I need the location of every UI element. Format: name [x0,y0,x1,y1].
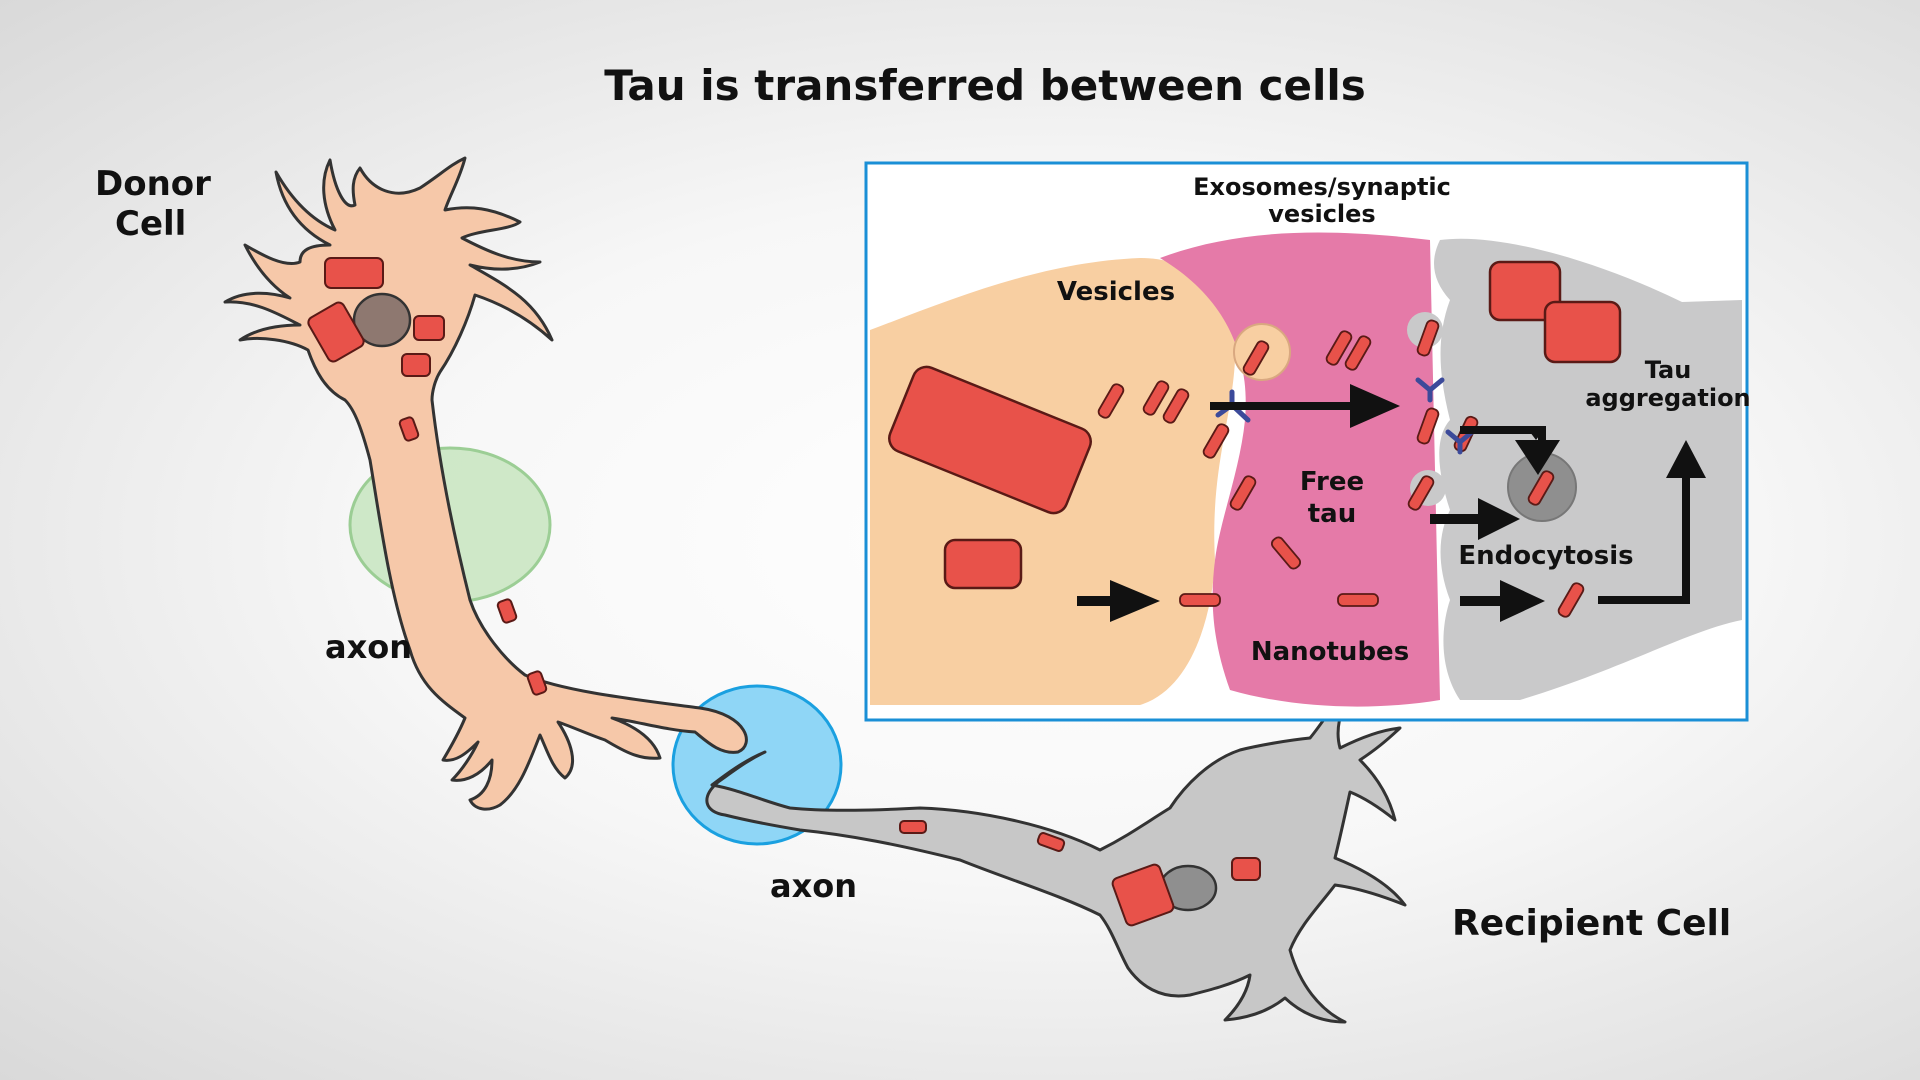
donor-label-line1: Donor [95,164,211,204]
recipient-label: Recipient Cell [1452,903,1731,944]
free-tau-label-line2: tau [1308,499,1356,529]
tau-aggregation-label-line2: aggregation [1585,384,1750,412]
tau-strands [1097,319,1585,618]
donor-tau-aggregates [307,257,548,696]
exosomes-label-line1: Exosomes/synaptic [1193,173,1451,201]
arrows [1077,384,1706,622]
free-tau-label-line1: Free [1300,467,1364,497]
inset-panel: Exosomes/synaptic vesicles Vesicles Free… [864,161,1751,722]
vesicles-label: Vesicles [1057,277,1175,307]
axon-label-1: axon [325,628,412,666]
donor-nucleus [352,292,412,348]
nanotubes-label: Nanotubes [1251,637,1409,667]
donor-label-line2: Cell [115,204,186,244]
tau-aggregation-label-line1: Tau [1645,356,1692,384]
recipient-cell [705,688,1407,1024]
axon-label-2: axon [770,867,857,905]
recipient-tau-aggregates [899,820,1261,927]
exosomes-label-line2: vesicles [1268,200,1375,228]
endocytosis-label: Endocytosis [1458,541,1633,571]
page-title: Tau is transferred between cells [604,61,1366,110]
